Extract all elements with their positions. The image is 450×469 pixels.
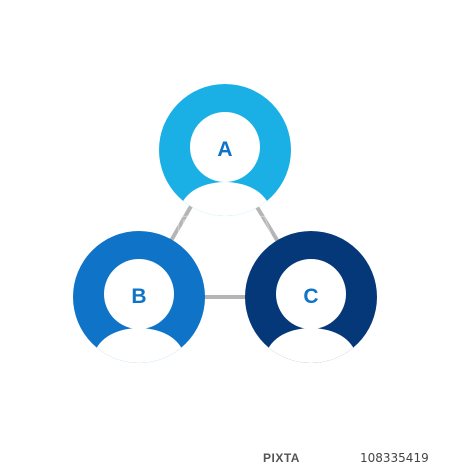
- node-c-avatar-head-icon: [276, 259, 346, 329]
- footer-bar: PIXTA 108335419: [0, 448, 450, 469]
- node-b-label: B: [131, 285, 146, 308]
- node-b: B: [73, 231, 205, 363]
- image-id: 108335419: [360, 451, 429, 465]
- pixta-logo: PIXTA: [263, 451, 300, 465]
- node-b-shoulders-icon: [94, 328, 184, 363]
- node-a-shoulders-icon: [180, 182, 270, 216]
- node-a-label: A: [217, 138, 232, 161]
- node-c-label: C: [303, 285, 318, 308]
- node-b-avatar-head-icon: [104, 259, 174, 329]
- node-a-avatar-head-icon: [190, 112, 260, 182]
- node-a: A: [159, 84, 291, 216]
- node-c-shoulders-icon: [266, 328, 356, 363]
- node-c: C: [245, 231, 377, 363]
